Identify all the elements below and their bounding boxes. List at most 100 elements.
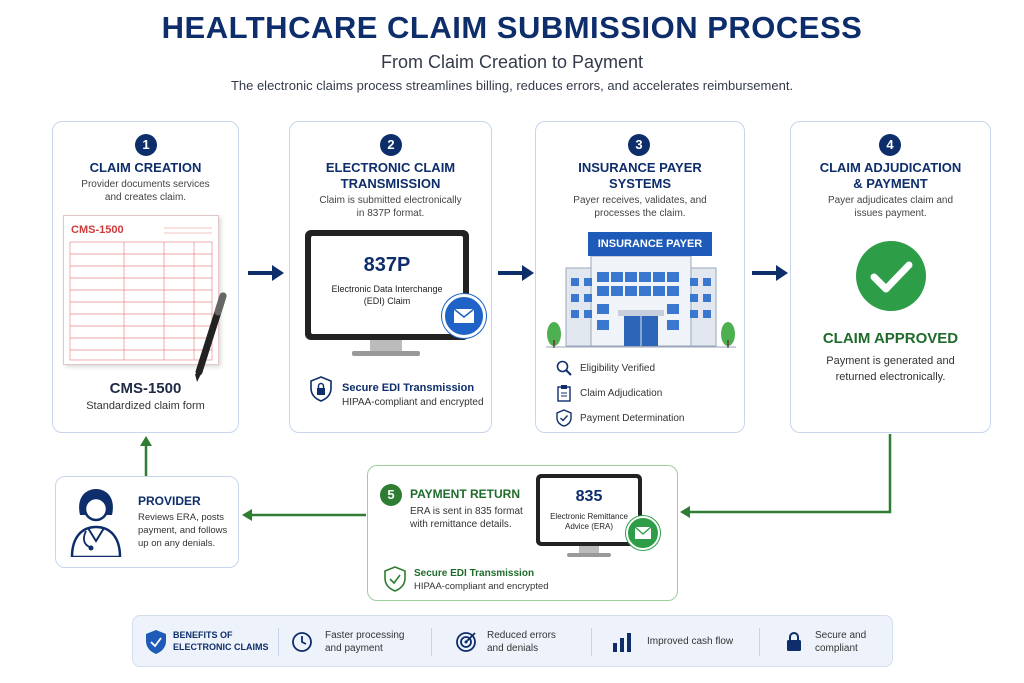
status-line: Payment is generated and [826, 355, 955, 367]
monitor-base [352, 351, 420, 356]
screen-line: Electronic Data Interchange [331, 284, 443, 294]
arrow-left-icon [242, 509, 366, 521]
monitor-base [567, 553, 611, 557]
step-4-title: CLAIM ADJUDICATION & PAYMENT [791, 160, 990, 192]
step-2-title-line: ELECTRONIC CLAIM [325, 160, 456, 175]
provider-line: Reviews ERA, posts [138, 512, 225, 523]
step-3-description: Payer receives, validates, and processes… [536, 194, 744, 220]
step-3-desc-line: processes the claim. [594, 208, 686, 219]
step-2-title-line: TRANSMISSION [340, 176, 441, 191]
step-5-number: 5 [380, 484, 402, 506]
step-2-desc-line: in 837P format. [356, 208, 425, 219]
form-grid-icon [69, 227, 213, 361]
page-tagline: The electronic claims process streamline… [230, 78, 794, 93]
step-3-title: INSURANCE PAYER SYSTEMS [536, 160, 744, 192]
benefit-line: and payment [325, 643, 383, 654]
benefit-item: Secure and compliant [815, 629, 866, 655]
benefit-line: Secure and [815, 630, 867, 641]
check-item: Payment Determination [580, 413, 685, 424]
shield-lock-icon [310, 376, 332, 402]
target-icon [456, 632, 476, 652]
provider-line: up on any denials. [138, 538, 216, 549]
shield-check-icon [384, 566, 406, 592]
form-label: CMS-1500 [71, 224, 124, 236]
step-1-description: Provider documents services and creates … [53, 178, 238, 204]
screen-code: 835 [575, 488, 603, 505]
step-3-title-line: INSURANCE PAYER [578, 160, 702, 175]
monitor-stand [579, 546, 599, 554]
building-sign: INSURANCE PAYER [588, 232, 712, 256]
screen-line: (EDI) Claim [363, 296, 411, 306]
step-1-desc-line: Provider documents services [81, 179, 210, 190]
divider [591, 628, 592, 656]
building-icon: INSURANCE PAYER [546, 230, 736, 348]
clipboard-icon [557, 385, 571, 402]
envelope-icon [442, 294, 486, 338]
step-4-title-line: CLAIM ADJUDICATION [819, 160, 962, 175]
envelope-icon [626, 516, 660, 550]
screen-line: Advice (ERA) [564, 522, 613, 531]
step-1-caption-title: CMS-1500 [109, 380, 182, 397]
step-1-number: 1 [135, 134, 157, 156]
shield-icon [146, 630, 166, 654]
step-2-number: 2 [380, 134, 402, 156]
step-4-title-line: & PAYMENT [853, 176, 928, 191]
step-4-card: 4 CLAIM ADJUDICATION & PAYMENT Payer adj… [790, 121, 991, 433]
page-subtitle: From Claim Creation to Payment [380, 52, 644, 72]
step-2-title: ELECTRONIC CLAIM TRANSMISSION [290, 160, 491, 192]
monitor-stand [370, 340, 402, 352]
clock-icon [292, 632, 312, 652]
benefits-bar: BENEFITS OF ELECTRONIC CLAIMS Faster pro… [132, 615, 893, 667]
return-arrow-icon [680, 434, 892, 518]
benefits-title-line: BENEFITS OF [173, 630, 233, 640]
status-line: returned electronically. [835, 371, 946, 383]
provider-line: payment, and follows [138, 525, 228, 536]
step-5-desc-line: with remittance details. [410, 519, 512, 530]
step-4-number: 4 [879, 134, 901, 156]
benefit-line: compliant [815, 643, 858, 654]
pen-icon [195, 292, 227, 382]
screen-code: 837P [363, 254, 411, 276]
lock-icon [787, 632, 801, 651]
benefit-line: Reduced errors [487, 630, 556, 641]
benefits-title: BENEFITS OF ELECTRONIC CLAIMS [173, 629, 269, 653]
benefit-item: Improved cash flow [647, 635, 733, 648]
step-4-description: Payer adjudicates claim and issues payme… [791, 194, 990, 220]
step-2-description: Claim is submitted electronically in 837… [290, 194, 491, 220]
screen-line: Electronic Remittance [550, 512, 628, 521]
monitor-screen: 837P Electronic Data Interchange (EDI) C… [311, 236, 463, 334]
step-5-desc-line: ERA is sent in 835 format [410, 506, 523, 517]
shield-check-icon [556, 409, 572, 427]
divider [278, 628, 279, 656]
step-1-card: 1 CLAIM CREATION Provider documents serv… [52, 121, 239, 433]
secure-sub: HIPAA-compliant and encrypted [414, 581, 549, 592]
step-3-number: 3 [628, 134, 650, 156]
divider [431, 628, 432, 656]
step-2-card: 2 ELECTRONIC CLAIM TRANSMISSION Claim is… [289, 121, 492, 433]
magnifier-icon [556, 360, 572, 376]
step-5-card: 5 PAYMENT RETURN ERA is sent in 835 form… [367, 465, 678, 601]
benefit-line: and denials [487, 643, 539, 654]
step-5-title: PAYMENT RETURN [410, 487, 521, 501]
arrow-up-icon [140, 436, 152, 476]
benefit-item: Reduced errors and denials [487, 629, 556, 655]
status-title: CLAIM APPROVED [822, 330, 959, 347]
benefit-item: Faster processing and payment [325, 629, 404, 655]
secure-title: Secure EDI Transmission [414, 568, 535, 579]
divider [759, 628, 760, 656]
page-title: HEALTHCARE CLAIM SUBMISSION PROCESS [161, 10, 863, 45]
secure-sub: HIPAA-compliant and encrypted [342, 397, 484, 408]
check-item: Eligibility Verified [580, 363, 656, 374]
check-item: Claim Adjudication [580, 388, 663, 399]
benefits-title-line: ELECTRONIC CLAIMS [173, 642, 269, 652]
step-2-desc-line: Claim is submitted electronically [319, 195, 462, 206]
bar-chart-icon [613, 633, 631, 652]
step-3-title-line: SYSTEMS [608, 176, 672, 191]
secure-title: Secure EDI Transmission [342, 382, 475, 394]
monitor-screen: 835 Electronic Remittance Advice (ERA) [540, 478, 638, 542]
step-4-desc-line: Payer adjudicates claim and [827, 195, 954, 206]
step-1-desc-line: and creates claim. [104, 192, 187, 203]
step-1-caption-sub: Standardized claim form [86, 400, 205, 412]
arrow-right-icon [248, 265, 284, 281]
monitor-icon: 835 Electronic Remittance Advice (ERA) [536, 474, 642, 546]
